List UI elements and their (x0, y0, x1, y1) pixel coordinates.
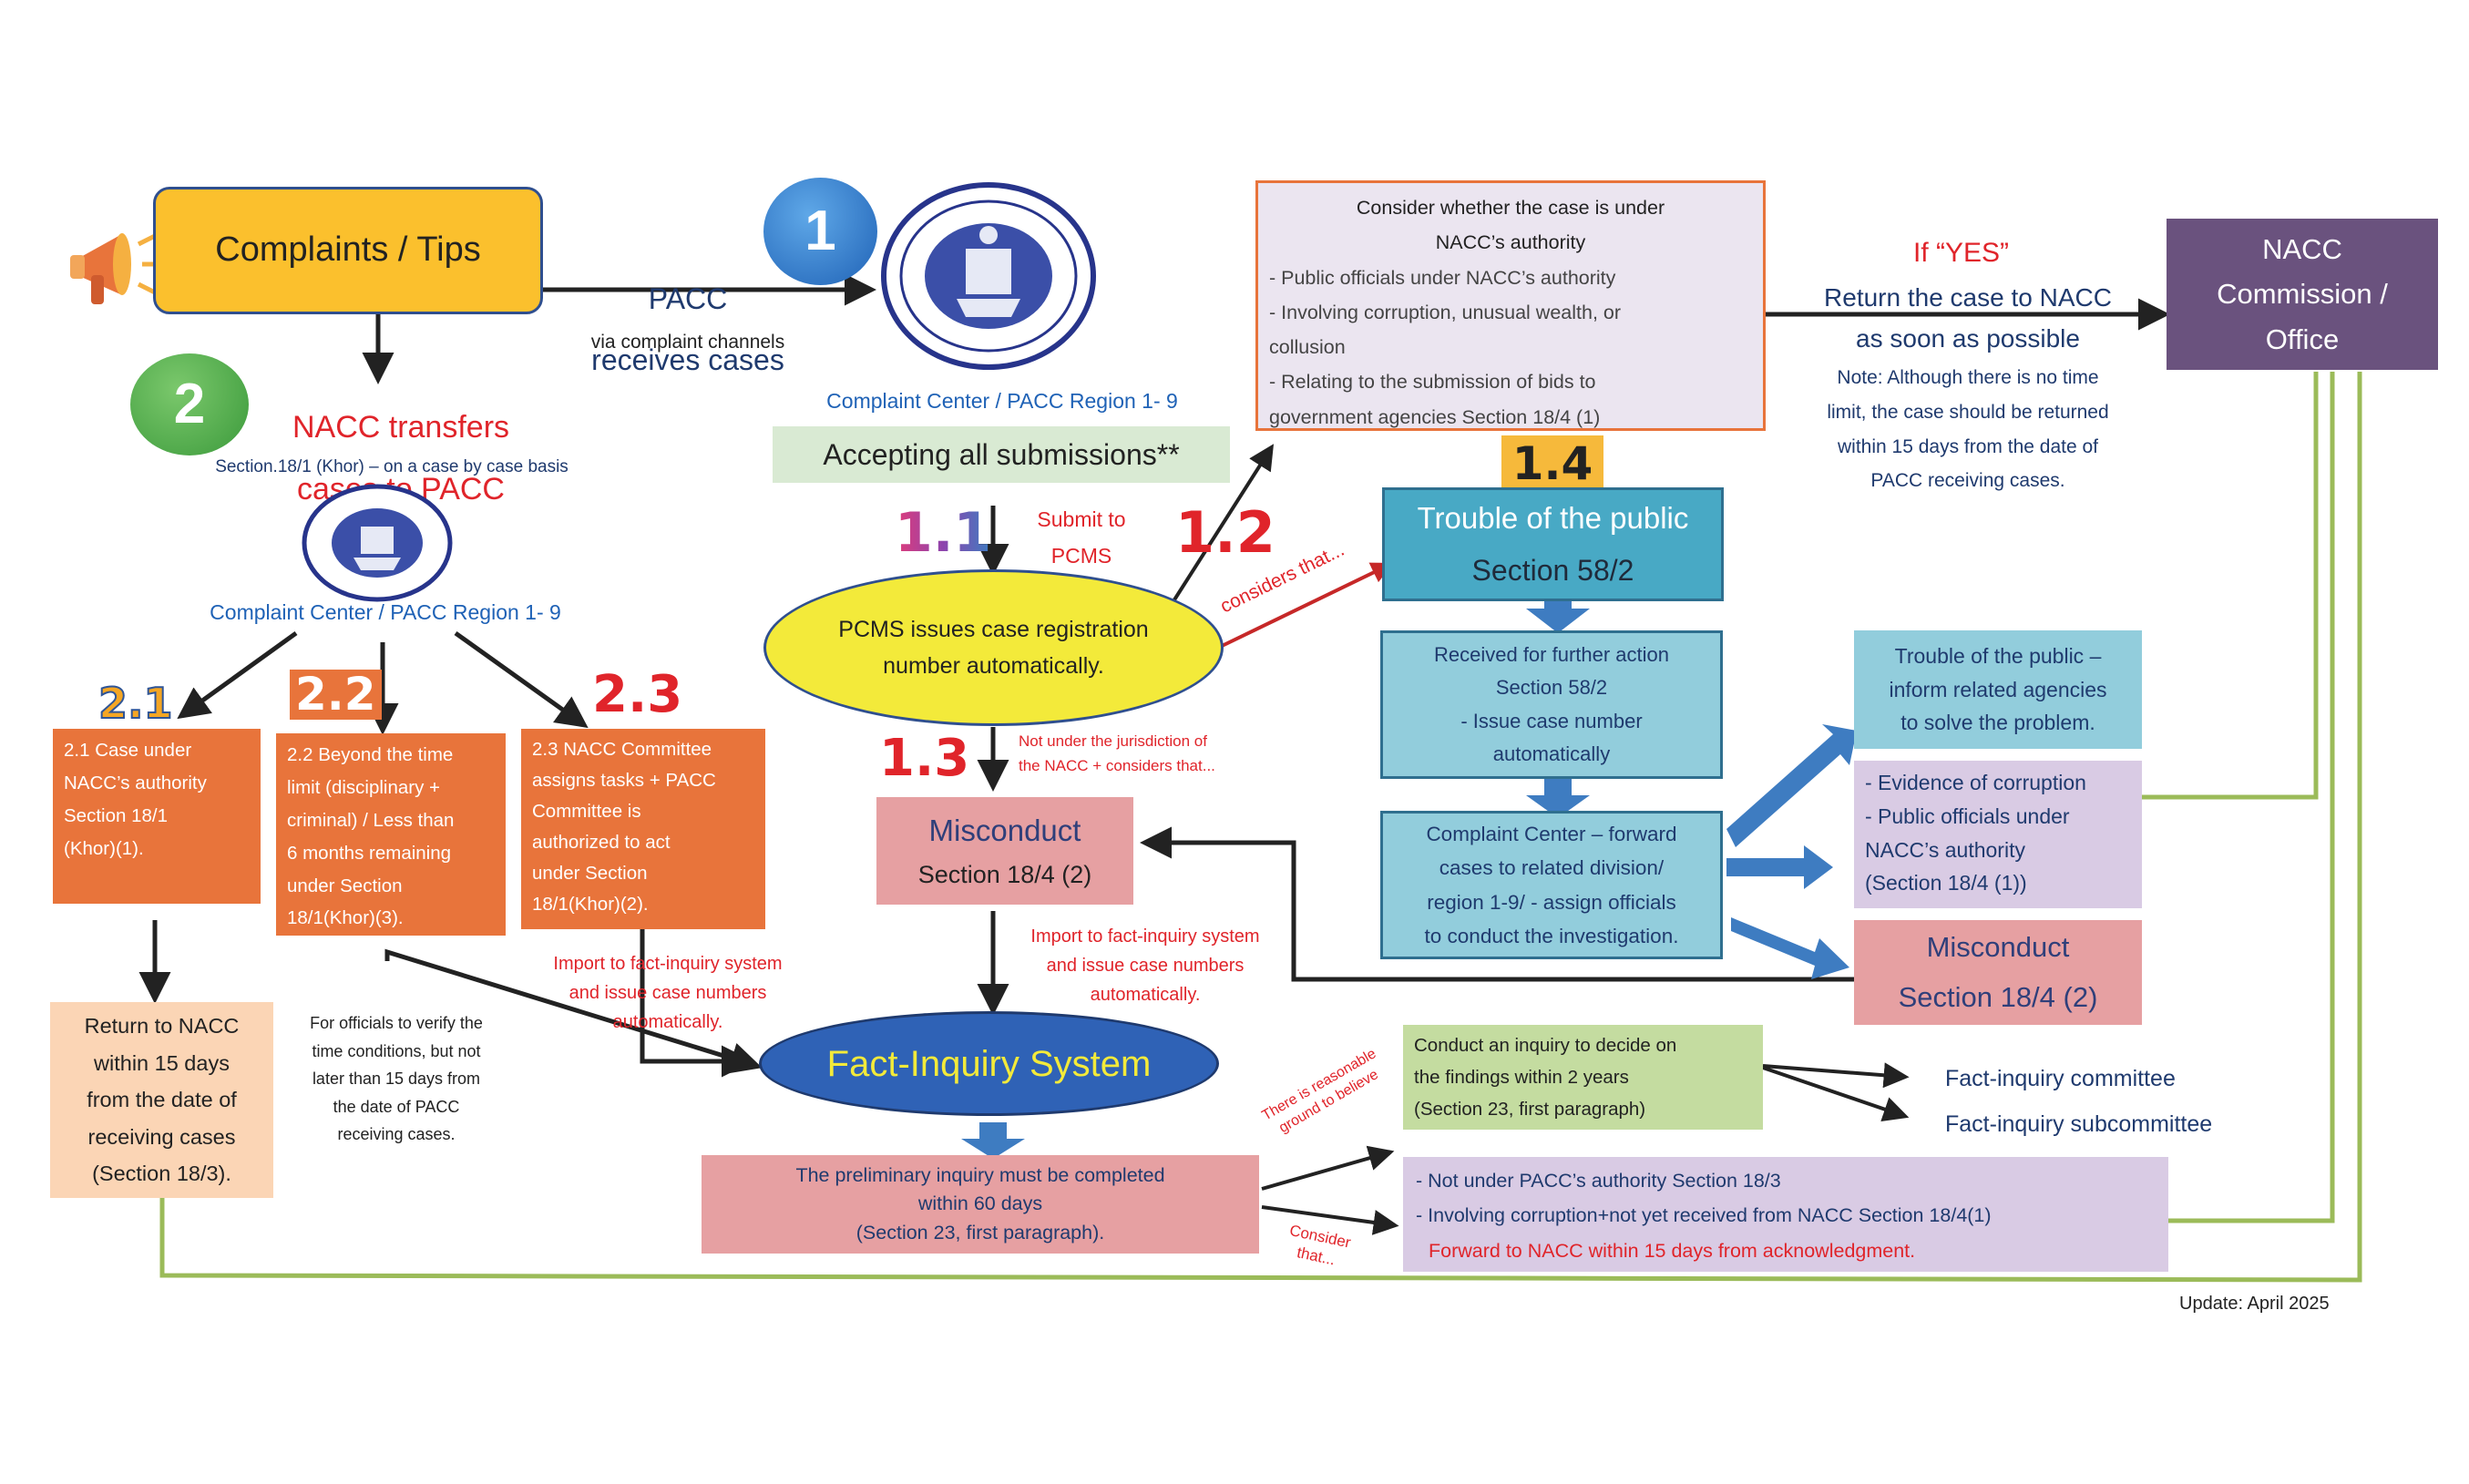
complaint-center-label-2: Complaint Center / PACC Region 1- 9 (210, 600, 561, 624)
nacc-office-text: NACC Commission / Office (2217, 232, 2388, 355)
green-line-notunder (2168, 372, 2335, 1223)
box-2-3: 2.3 NACC Committee assigns tasks + PACC … (521, 729, 765, 929)
trouble-inform-box: Trouble of the public – inform related a… (1854, 630, 2142, 749)
received-further-text: Received for further action Section 58/2… (1433, 642, 1670, 765)
consider-item-1: - Public officials under NACC’s authorit… (1269, 266, 1616, 289)
misconduct-center-box: Misconduct Section 18/4 (2) (876, 797, 1133, 905)
not-under-pacc-line1: - Not under PACC’s authority Section 18/… (1416, 1170, 1781, 1192)
conduct-inquiry-box: Conduct an inquiry to decide on the find… (1403, 1025, 1763, 1130)
import-label-left: Import to fact-inquiry system and issue … (553, 954, 783, 1032)
blue-arrow-down-right (1731, 917, 1849, 979)
step-badge-one: 1 (763, 178, 877, 285)
accepting-submissions-box: Accepting all submissions** (773, 426, 1230, 483)
complaints-tips-box: Complaints / Tips (153, 187, 543, 314)
nacc-transfers-line1: NACC transfers (292, 410, 510, 445)
note-label: Note: Although there is no time limit, t… (1827, 367, 2109, 492)
step-1-2: 1.2 (1175, 499, 1275, 566)
step-1-1: 1.1 (895, 501, 992, 565)
step-2-1: 2.1 (97, 678, 173, 729)
misconduct-right-section: Section 18/4 (2) (1898, 980, 2098, 1013)
pacc-seal-icon (881, 182, 1096, 370)
misconduct-right-title: Misconduct (1926, 930, 2070, 963)
misconduct-right-box: Misconduct Section 18/4 (2) (1854, 920, 2142, 1025)
return-15-days-text: Return to NACC within 15 days from the d… (84, 1014, 240, 1186)
if-yes-label: If “YES” (1913, 238, 2010, 268)
trouble-inform-text: Trouble of the public – inform related a… (1889, 643, 2107, 735)
green-line-evidence (2139, 372, 2319, 800)
complaints-title: Complaints / Tips (215, 230, 481, 270)
arrow-to-subcommittee (1762, 1066, 1910, 1121)
megaphone-icon (70, 232, 164, 304)
box-2-2: 2.2 Beyond the time limit (disciplinary … (276, 733, 506, 936)
trouble-public-box: Trouble of the public Section 58/2 (1382, 487, 1724, 601)
step-badge-two: 2 (130, 353, 249, 455)
pacc-receives-label: PACC receives cases (569, 253, 806, 375)
arrow-23-to-fact (640, 929, 753, 1078)
consider-authority-box: Consider whether the case is under NACC’… (1255, 180, 1766, 431)
accepting-text: Accepting all submissions** (823, 437, 1180, 471)
arrow-to-committee (1762, 1062, 1910, 1089)
import-label-center: Import to fact-inquiry system and issue … (1030, 926, 1260, 1005)
step-1-3: 1.3 (879, 729, 970, 788)
arrow-cc-to-21 (177, 630, 298, 720)
arrow-cc-to-23 (454, 630, 589, 729)
fact-inquiry-committee-label: Fact-inquiry committee (1945, 1066, 2176, 1091)
evidence-box: - Evidence of corruption - Public offici… (1854, 761, 2142, 908)
complaint-center-label-1: Complaint Center / PACC Region 1- 9 (826, 389, 1178, 413)
pcms-ellipse: PCMS issues case registration number aut… (763, 569, 1224, 726)
return-nacc-label: Return the case to NACC as soon as possi… (1824, 283, 2112, 353)
for-officials-label: For officials to verify the time conditi… (310, 1014, 483, 1144)
step-2-2: 2.2 (290, 670, 382, 720)
box-2-1: 2.1 Case under NACC’s authority Section … (53, 729, 261, 904)
not-under-pacc-box: - Not under PACC’s authority Section 18/… (1403, 1157, 2168, 1272)
blue-arrow-down-2 (1526, 779, 1590, 818)
pcms-text: PCMS issues case registration number aut… (838, 617, 1149, 679)
step-1-4: 1.4 (1501, 435, 1603, 492)
blue-arrow-down-3 (961, 1122, 1025, 1159)
pacc-receives-line1: PACC (648, 281, 728, 315)
not-under-jurisdiction-label: Not under the jurisdiction of the NACC +… (1019, 732, 1215, 775)
fact-inquiry-system-ellipse: Fact-Inquiry System (759, 1011, 1219, 1116)
submit-pcms-label: Submit to PCMS (1037, 507, 1126, 568)
nacc-transfers-sub: Section.18/1 (Khor) – on a case by case … (215, 457, 569, 476)
consider-item-3: - Relating to the submission of bids to … (1269, 371, 1601, 428)
nacc-office-box: NACC Commission / Office (2167, 219, 2438, 370)
not-under-pacc-line3: Forward to NACC within 15 days from ackn… (1429, 1239, 1916, 1262)
pacc-receives-sub: via complaint channels (590, 332, 785, 353)
step-2-3: 2.3 (592, 665, 683, 724)
return-15-days-box: Return to NACC within 15 days from the d… (50, 1002, 273, 1198)
green-line-return (159, 372, 2362, 1283)
trouble-public-section: Section 58/2 (1471, 554, 1634, 588)
misconduct-center-title: Misconduct (928, 813, 1081, 847)
trouble-public-title: Trouble of the public (1417, 501, 1689, 536)
consider-box-title: Consider whether the case is under NACC’… (1356, 197, 1665, 254)
arrow-pcms-to-consider (1172, 444, 1275, 603)
blue-arrow-up-right (1726, 724, 1857, 847)
received-further-box: Received for further action Section 58/2… (1380, 630, 1723, 779)
badge-one-text: 1 (804, 200, 836, 263)
preliminary-inquiry-text: The preliminary inquiry must be complete… (795, 1164, 1165, 1243)
not-under-pacc-line2: - Involving corruption+not yet received … (1416, 1204, 1992, 1227)
blue-arrow-down-1 (1526, 592, 1590, 633)
complaint-center-forward-box: Complaint Center – forward cases to rela… (1380, 811, 1723, 959)
badge-two-text: 2 (173, 373, 206, 436)
preliminary-inquiry-box: The preliminary inquiry must be complete… (702, 1155, 1259, 1254)
fact-inquiry-system-text: Fact-Inquiry System (826, 1043, 1152, 1084)
arrow-pcms-to-trouble (1215, 562, 1394, 650)
complaint-center-forward-text: Complaint Center – forward cases to rela… (1424, 823, 1679, 947)
arrow-misconduct-right-to-center (1140, 826, 1859, 982)
update-label: Update: April 2025 (2179, 1294, 2330, 1314)
consider-item-2: - Involving corruption, unusual wealth, … (1269, 301, 1622, 359)
pacc-receives-line2: receives cases (591, 343, 784, 376)
arrow-prelim-to-notunder (1261, 1205, 1399, 1235)
fact-inquiry-subcommittee-label: Fact-inquiry subcommittee (1945, 1111, 2213, 1137)
arrow-prelim-to-conduct (1261, 1145, 1395, 1191)
arrow-22-to-fact (384, 948, 763, 1074)
pacc-seal-icon-small (302, 484, 453, 602)
misconduct-center-section: Section 18/4 (2) (917, 861, 1092, 889)
blue-arrow-right (1726, 845, 1833, 889)
